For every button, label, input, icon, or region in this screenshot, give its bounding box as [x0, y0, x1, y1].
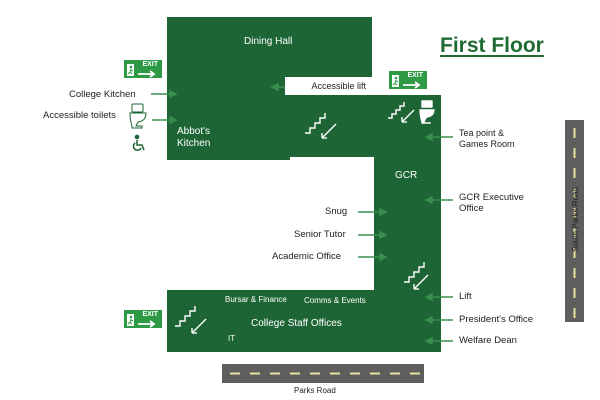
label-snug: Snug — [325, 206, 348, 217]
exit-sign-icon: EXIT — [123, 59, 163, 79]
accessible-lift-box: Accessible lift — [285, 77, 373, 95]
label-gcr-executive-line1: GCR Executive — [459, 192, 524, 203]
pointer-arrow-icon — [424, 195, 453, 205]
label-welfare-dean: Welfare Dean — [459, 335, 517, 346]
room-college-staff-offices: College Staff Offices — [251, 318, 342, 329]
pointer-arrow-icon — [424, 132, 453, 142]
label-college-kitchen: College Kitchen — [69, 89, 136, 100]
label-south-parks-road: South Parks Road — [571, 187, 580, 252]
pointer-arrow-icon — [424, 292, 453, 302]
label-lift: Lift — [459, 291, 472, 302]
pointer-arrow-icon — [151, 89, 178, 99]
label-accessible-toilets: Accessible toilets — [43, 110, 116, 121]
room-bursar-finance: Bursar & Finance — [225, 295, 287, 304]
room-gcr: GCR — [395, 170, 418, 181]
wheelchair-icon — [132, 134, 145, 151]
room-abbots-kitchen-line1: Abbot's — [177, 126, 211, 137]
stairs-icon — [404, 262, 429, 290]
pointer-arrow-icon — [424, 315, 453, 325]
pointer-arrow-icon — [358, 207, 388, 217]
building-footprint — [167, 17, 441, 352]
exit-sign-icon: EXIT — [388, 70, 428, 90]
south-parks-road — [565, 120, 584, 322]
pointer-arrow-icon — [358, 252, 388, 262]
label-gcr-executive-line2: Office — [459, 203, 484, 214]
page-title: First Floor — [440, 34, 544, 57]
accessible-lift-label: Accessible lift — [311, 81, 366, 91]
stairs-icon — [175, 306, 207, 334]
label-senior-tutor: Senior Tutor — [294, 229, 346, 240]
label-tea-point-line2: Games Room — [459, 139, 515, 149]
pointer-arrow-icon — [358, 230, 388, 240]
toilet-icon — [418, 99, 436, 125]
label-presidents-office: President's Office — [459, 314, 533, 325]
pointer-arrow-icon — [424, 336, 453, 346]
room-comms-events: Comms & Events — [304, 296, 366, 305]
stairs-icon — [388, 102, 415, 123]
pointer-arrow-icon — [152, 115, 178, 125]
room-it: IT — [228, 334, 236, 343]
room-dining-hall: Dining Hall — [244, 36, 293, 47]
room-abbots-kitchen-line2: Kitchen — [177, 138, 211, 149]
exit-sign-icon: EXIT — [123, 309, 163, 329]
stairs-icon — [305, 113, 337, 139]
label-parks-road: Parks Road — [294, 386, 336, 395]
label-tea-point-line1: Tea point & — [459, 128, 505, 138]
toilet-icon — [129, 103, 147, 129]
parks-road — [222, 364, 424, 383]
label-academic-office: Academic Office — [272, 251, 341, 262]
